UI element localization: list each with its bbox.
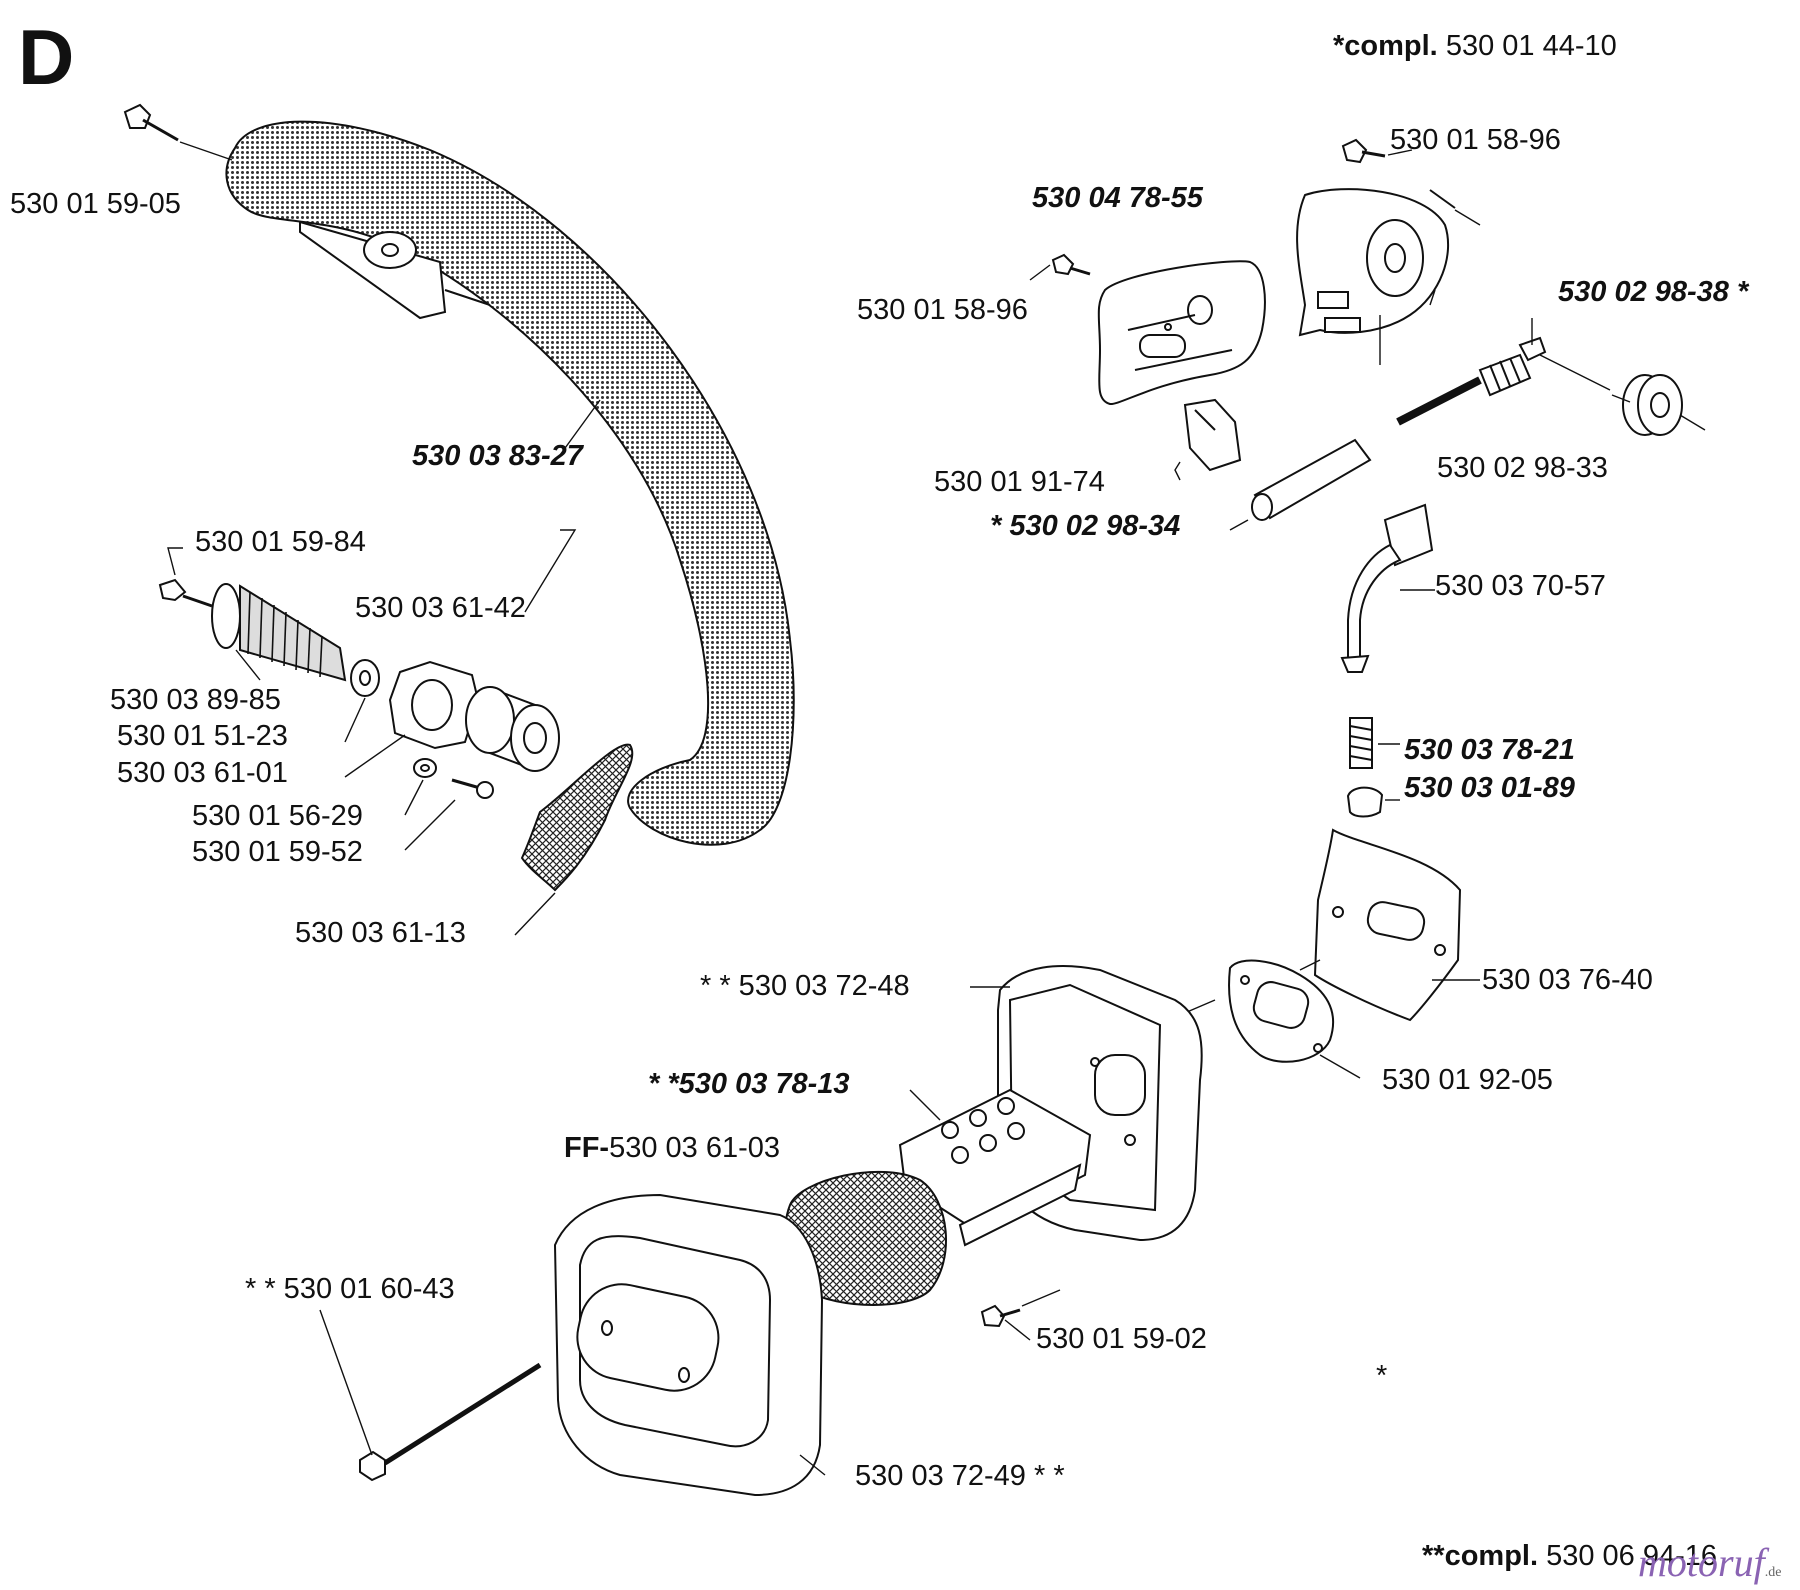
spring-shape: [1349, 717, 1400, 769]
washer-shape: [350, 659, 380, 697]
rubber-buffer-shape: [158, 578, 347, 682]
handle-plate-shape: [520, 743, 634, 892]
compl-top-part: 530 01 44-10: [1445, 30, 1617, 62]
part-530015905: 530 01 59-05: [10, 188, 181, 220]
part-530015902: 530 01 59-02: [1036, 1323, 1207, 1355]
compl-top-mark: *compl.: [1333, 30, 1438, 62]
watermark-suffix: .de: [1764, 1565, 1782, 1580]
part-530037057: 530 03 70-57: [1435, 570, 1606, 602]
part-530037248: * * 530 03 72-48: [700, 970, 910, 1002]
part-530015629: 530 01 56-29: [192, 800, 363, 832]
worm-gear-shape: [1622, 374, 1706, 436]
bushing-shape: [465, 686, 560, 772]
part-530015123: 530 01 51-23: [117, 720, 288, 752]
part-530037813: * *530 03 78-13: [648, 1068, 850, 1100]
part-530037249: 530 03 72-49 * *: [855, 1460, 1065, 1492]
pin-shape: [1229, 438, 1372, 531]
part-530038985: 530 03 89-85: [110, 684, 281, 716]
section-letter: D: [18, 13, 75, 101]
part-530038327: 530 03 83-27: [412, 440, 583, 472]
part-530036142: 530 03 61-42: [355, 592, 526, 624]
watermark-text: motoruf: [1638, 1540, 1765, 1585]
compl-bottom-label: **compl. 530 06 94-16: [1422, 1542, 1717, 1571]
part-530015984: 530 01 59-84: [195, 526, 366, 558]
front-handle-shape: [225, 120, 795, 846]
gasket-shape: [1228, 959, 1361, 1079]
housing-shape: [1296, 188, 1456, 337]
part-530047855: 530 04 78-55: [1032, 182, 1203, 214]
pump-shaft-shape: [1396, 318, 1611, 426]
ff-prefix: FF-: [564, 1132, 610, 1164]
part-530015896-top: 530 01 58-96: [1390, 124, 1561, 156]
flange-plate-shape: [388, 660, 480, 750]
clip-shape: [1183, 398, 1242, 472]
part-530019205: 530 01 92-05: [1382, 1064, 1553, 1096]
part-530015896-left: 530 01 58-96: [857, 294, 1028, 326]
heat-shield-shape: [1313, 828, 1480, 1022]
compl-bottom-mark: **compl.: [1422, 1540, 1539, 1572]
oil-hose-shape: [1340, 503, 1435, 673]
part-530037821: 530 03 78-21: [1404, 734, 1575, 766]
part-530016043: * * 530 01 60-43: [245, 1273, 455, 1305]
part-530015952: 530 01 59-52: [192, 836, 363, 868]
compl-bottom-part: 530 06 94-16: [1546, 1540, 1718, 1572]
cover-plate-shape: [1097, 260, 1266, 406]
long-bolt-shape: [319, 1309, 542, 1482]
leader-lines-left: [167, 399, 601, 936]
part-530037640: 530 03 76-40: [1482, 964, 1653, 996]
compl-top-label: *compl. 530 01 44-10: [1333, 32, 1617, 61]
part-530036113: 530 03 61-13: [295, 917, 466, 949]
part-530029838: 530 02 98-38 *: [1558, 276, 1749, 308]
deflector-shape: [898, 1088, 1092, 1247]
part-530019174: 530 01 91-74: [934, 466, 1105, 498]
star-note: *: [1376, 1360, 1388, 1392]
plug-shape: [1346, 786, 1384, 818]
bolt-top-left: [123, 103, 233, 161]
muffler-cover-shape: [553, 1193, 826, 1497]
part-530036101: 530 03 61-01: [117, 757, 288, 789]
part-530029833: 530 02 98-33: [1437, 452, 1608, 484]
part-530029834: * 530 02 98-34: [990, 510, 1181, 542]
watermark-logo: motoruf.de: [1638, 1543, 1781, 1583]
part-530036103: 530 03 61-03: [609, 1132, 781, 1164]
part-530036103-label: FF-530 03 61-03: [564, 1134, 780, 1163]
part-530030189: 530 03 01-89: [1404, 772, 1575, 804]
